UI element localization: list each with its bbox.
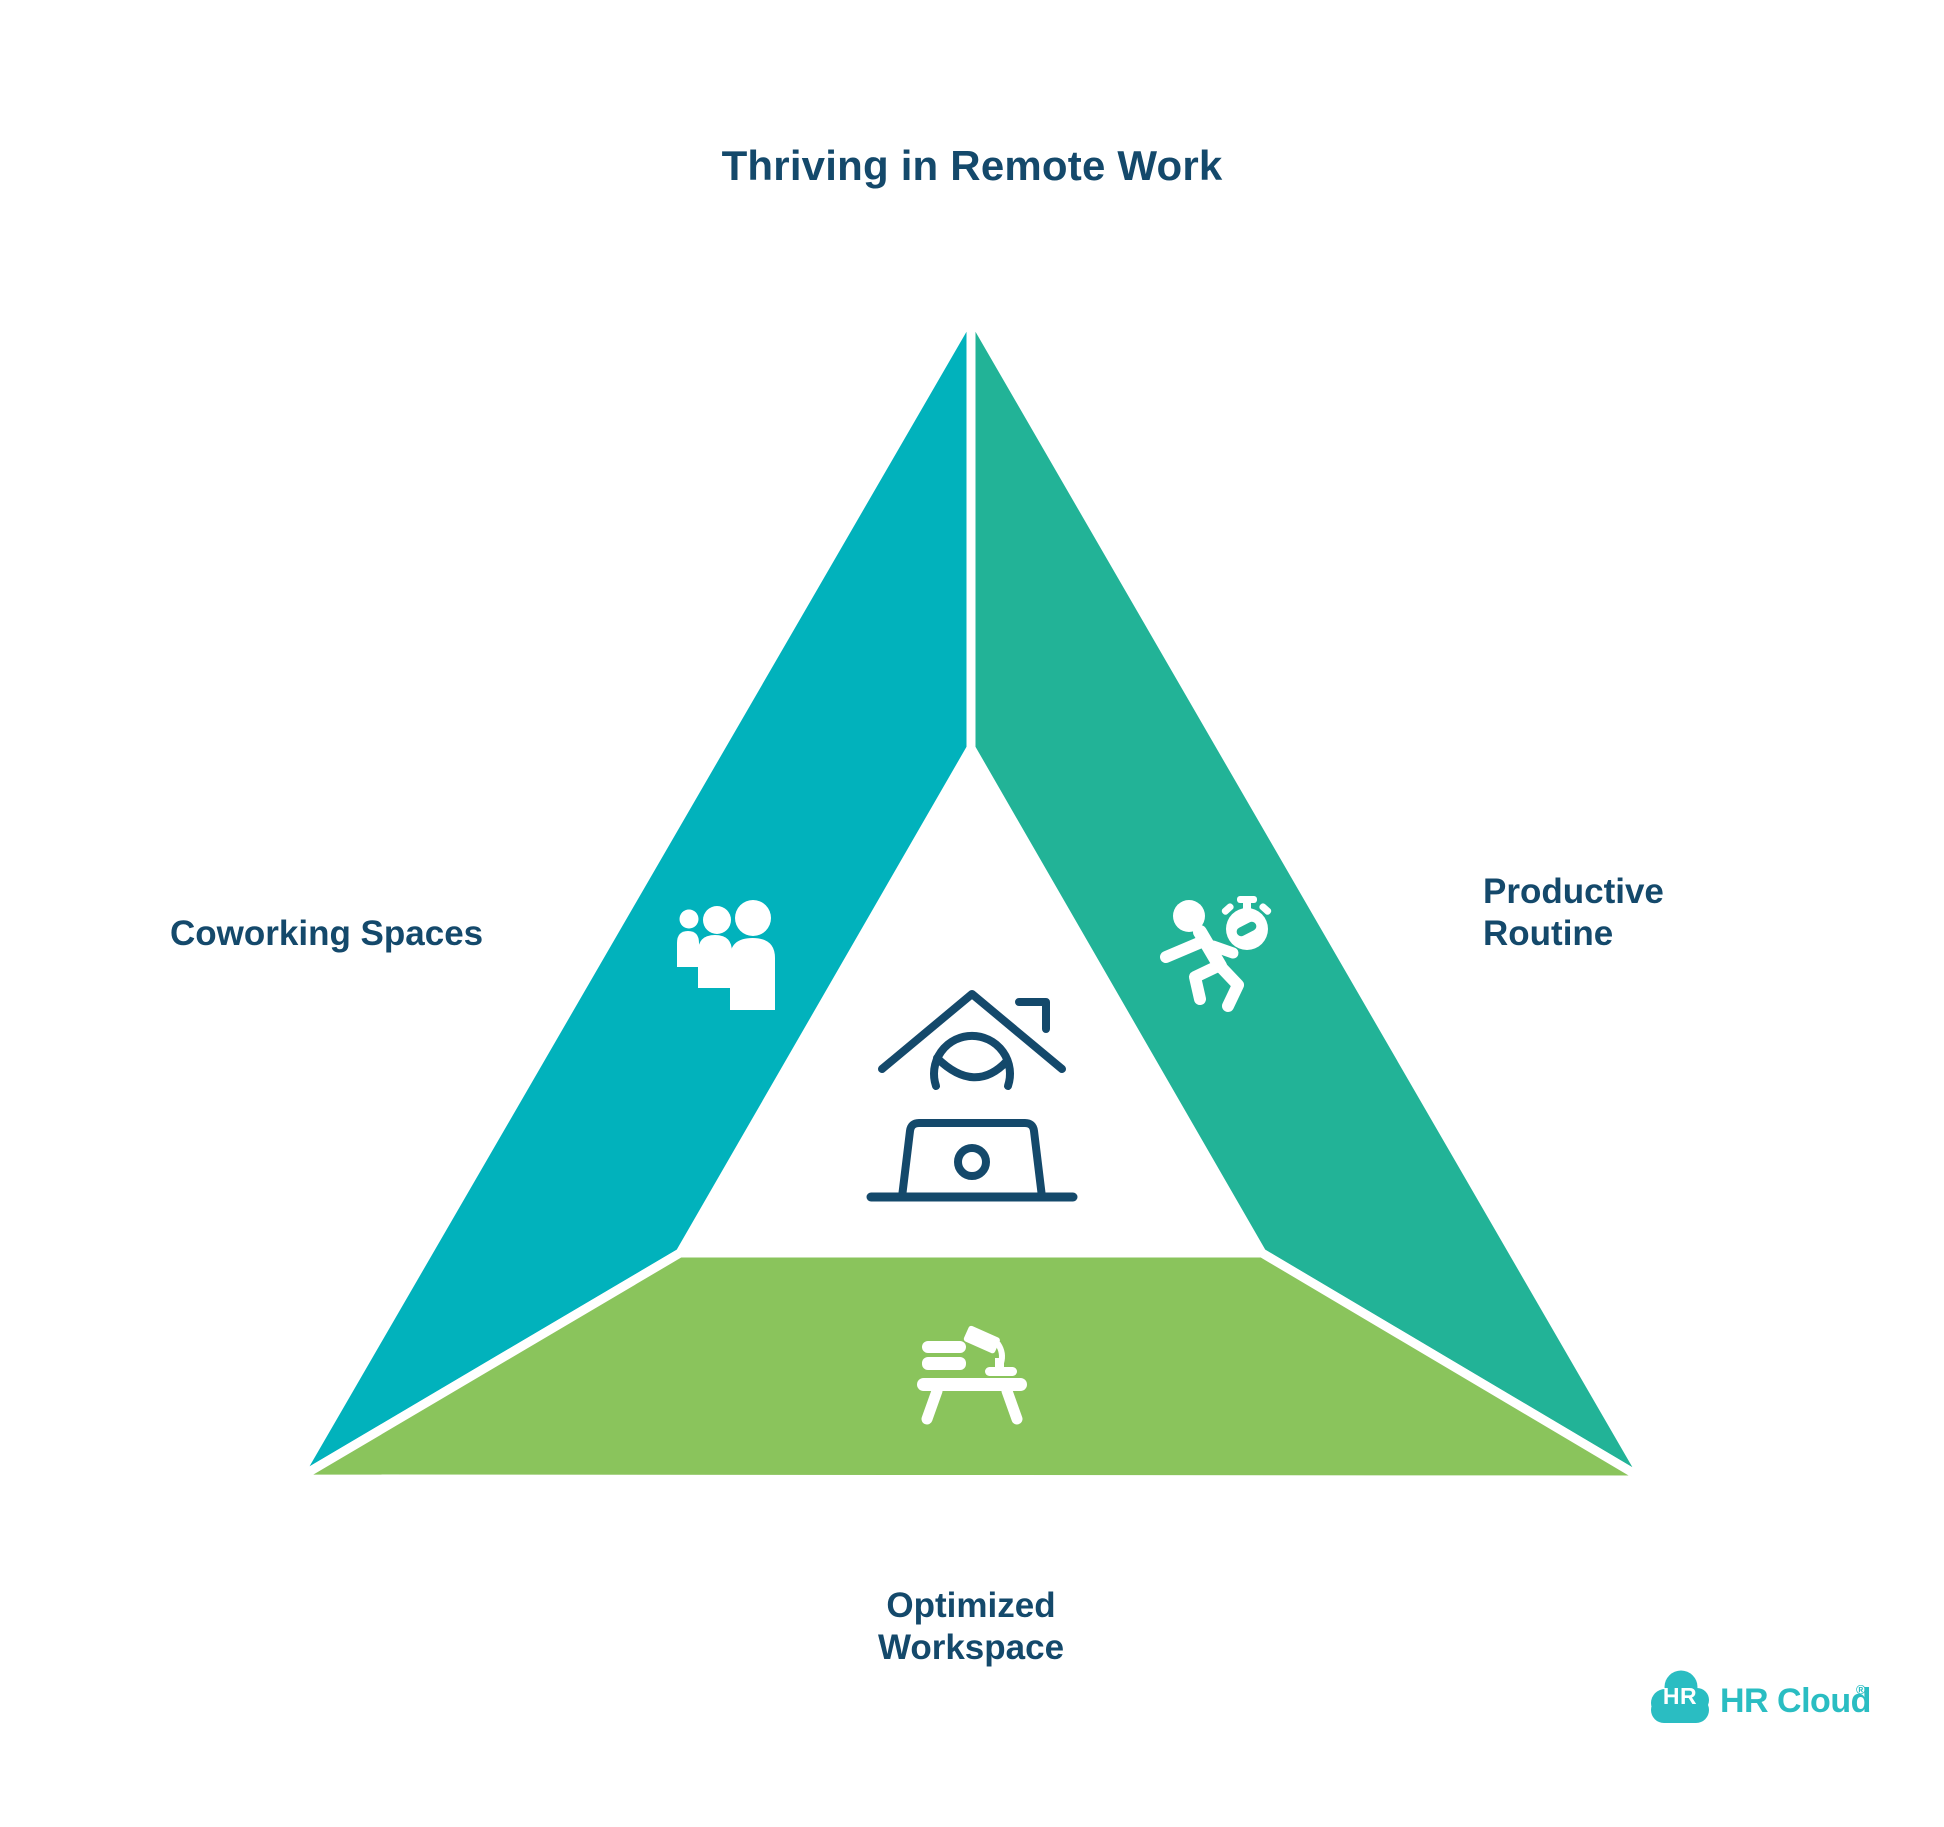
cloud-icon	[1651, 1670, 1709, 1723]
roof-corner-mark	[1015, 998, 1050, 1033]
hr-cloud-logo: HR HR Cloud ®	[1648, 1668, 1898, 1726]
person-head-arc	[930, 1031, 1014, 1090]
person-hair-curve	[933, 1054, 1011, 1082]
logo-badge-text: HR	[1662, 1683, 1698, 1709]
triangle-bottom-band	[280, 1248, 1662, 1485]
laptop-lid	[898, 1119, 1046, 1201]
stopwatch-hand-cutout	[1236, 921, 1257, 937]
desk-lamp-icon	[917, 1325, 1027, 1425]
roof-line	[878, 990, 1066, 1073]
label-optimized-workspace: Optimized Workspace	[877, 1586, 1065, 1667]
people-group-icon	[677, 900, 775, 1010]
runner-stopwatch-icon	[1160, 896, 1272, 1012]
registered-trademark: ®	[1856, 1682, 1866, 1697]
label-coworking-spaces: Coworking Spaces	[170, 914, 484, 953]
remote-work-home-laptop-icon	[866, 990, 1078, 1202]
logo-brand-text: HR Cloud	[1720, 1682, 1871, 1720]
label-productive-routine: Productive Routine	[1483, 872, 1664, 953]
page-title: Thriving in Remote Work	[721, 142, 1223, 189]
laptop-logo-circle	[954, 1144, 990, 1180]
